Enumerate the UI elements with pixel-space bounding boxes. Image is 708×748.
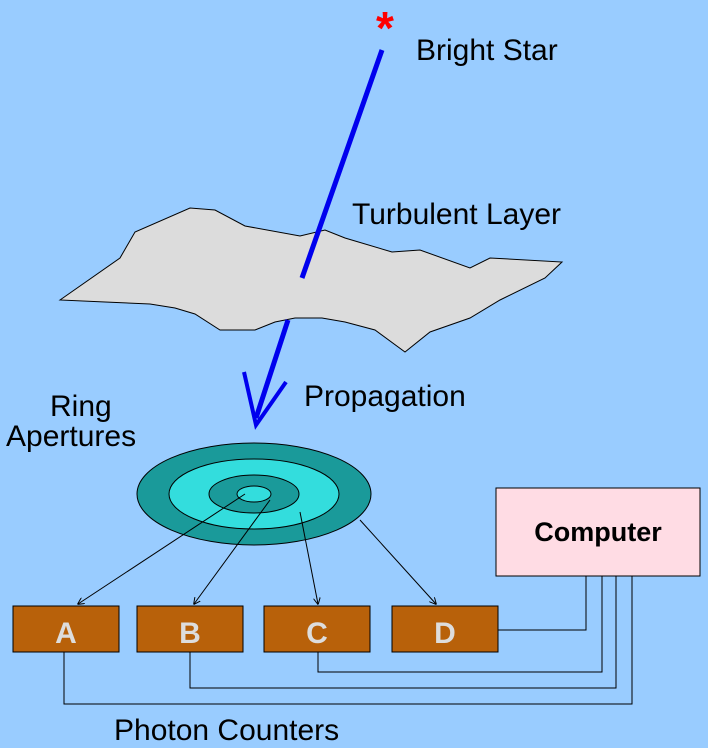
counter-d: D (391, 605, 499, 653)
counter-b: B (136, 605, 244, 653)
turbulent-layer-cloud (58, 207, 564, 353)
wire-b (189, 576, 617, 689)
ring-aperture-a (236, 485, 272, 503)
counter-a-label: A (55, 617, 77, 650)
starlight-beam-upper (299, 49, 385, 279)
photon-counters-label: Photon Counters (114, 714, 339, 747)
arrow-to-counter-b (194, 499, 271, 604)
ring-label-line1: Ring (50, 390, 112, 423)
arrow-to-counter-d (359, 519, 436, 604)
counter-b-label: B (179, 617, 201, 650)
propagation-label: Propagation (304, 380, 466, 413)
counter-wires (63, 576, 633, 705)
wire-a (63, 576, 633, 705)
ring-label-line2: Apertures (6, 420, 136, 453)
propagation-arrowhead (242, 371, 288, 430)
counter-c: C (263, 605, 371, 653)
computer-label: Computer (534, 517, 662, 547)
counter-c-label: C (306, 617, 328, 650)
counter-a: A (12, 605, 120, 653)
starlight-beam-lower (253, 319, 291, 419)
bright-star-label: Bright Star (416, 34, 558, 67)
wire-c (317, 576, 603, 673)
ring-apertures (136, 442, 372, 546)
counter-d-label: D (434, 617, 456, 650)
arrow-to-counter-a (78, 493, 246, 604)
turbulent-layer-label: Turbulent Layer (352, 198, 561, 231)
wire-d (498, 576, 587, 631)
star-icon: * (376, 2, 394, 54)
computer-box (495, 487, 701, 577)
arrow-to-counter-c (299, 511, 318, 604)
